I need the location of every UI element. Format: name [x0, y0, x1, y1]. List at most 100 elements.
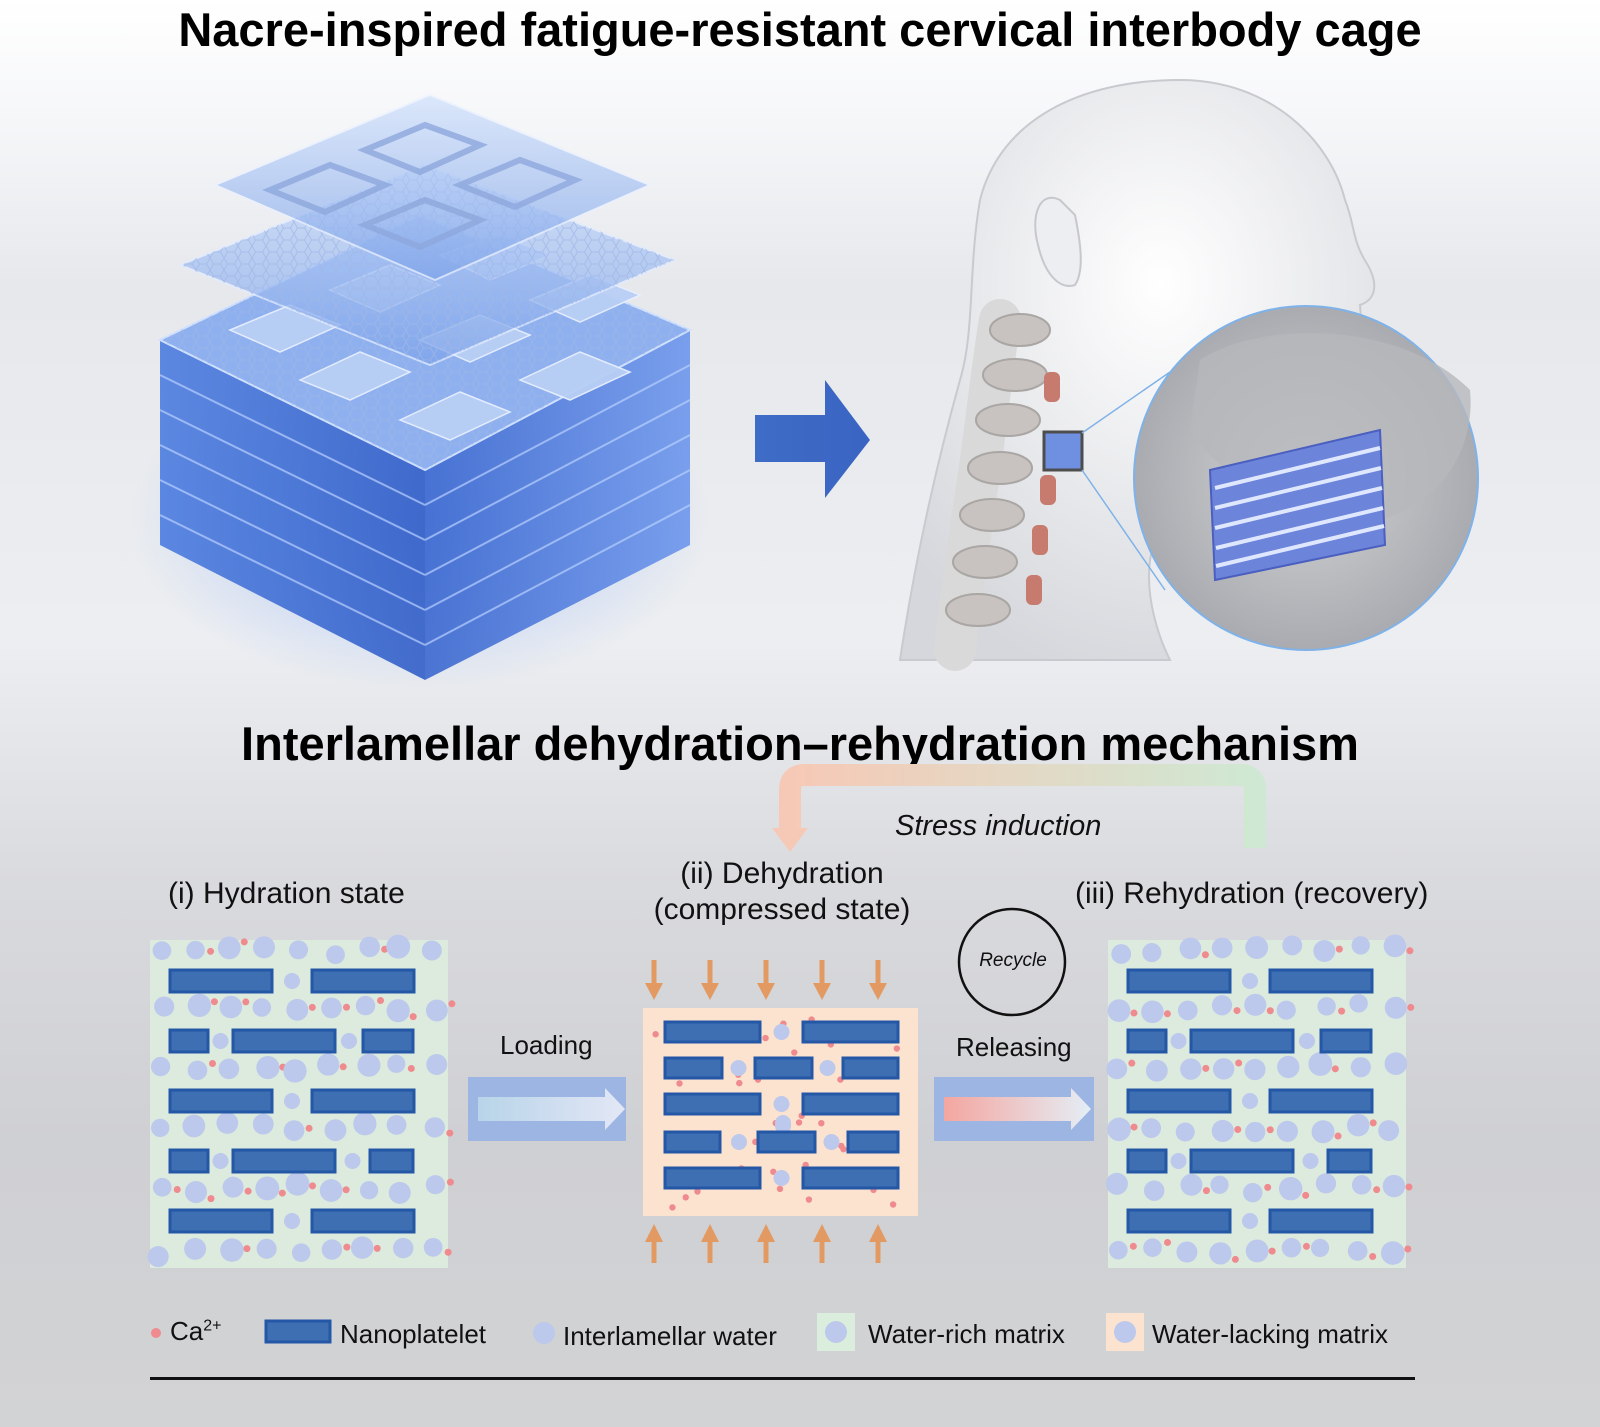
water-dot	[421, 940, 442, 961]
compression-arrowhead-up	[813, 1224, 831, 1242]
nanoplatelet	[1319, 1028, 1373, 1054]
water-dot	[1106, 1058, 1128, 1080]
cervical-spine-icon	[934, 299, 1084, 671]
ca-dot	[1231, 1255, 1239, 1263]
water-dot	[341, 1033, 357, 1049]
water-dot	[387, 1054, 406, 1073]
nanoplatelet	[663, 1020, 762, 1044]
nanoplatelet	[1189, 1148, 1295, 1174]
rehydration-state-label: (iii) Rehydration (recovery)	[1075, 877, 1429, 910]
water-dot	[218, 1058, 240, 1080]
ca-dot	[1163, 1010, 1171, 1018]
water-dot	[1351, 936, 1370, 955]
water-dot	[1244, 1058, 1266, 1081]
water-dot	[184, 1237, 207, 1260]
ca-dot	[343, 1003, 351, 1011]
ca-dot	[1129, 1242, 1137, 1250]
ca-dot	[208, 1059, 216, 1067]
ca-dot	[446, 1129, 454, 1137]
rehydration-water-dots	[1105, 934, 1415, 1265]
water-dot	[1245, 1239, 1269, 1263]
compression-arrowhead-up	[869, 1224, 887, 1242]
water-dot	[775, 1118, 791, 1134]
compression-arrowhead-up	[701, 1224, 719, 1242]
water-dot	[731, 1134, 747, 1150]
water-dot	[1170, 1153, 1187, 1169]
water-dot	[357, 1053, 381, 1077]
water-dot	[1109, 1240, 1128, 1260]
ca-dot	[736, 1079, 743, 1087]
water-dot	[324, 1119, 347, 1142]
nanoplatelet	[168, 1148, 210, 1174]
ca-dot	[448, 1000, 456, 1008]
water-dot	[187, 993, 212, 1018]
ca-dot	[446, 1178, 454, 1186]
ca-dot	[682, 1194, 689, 1201]
water-dot	[1177, 1000, 1198, 1021]
ca-dot	[676, 1080, 683, 1087]
nanoplatelet	[753, 1056, 814, 1080]
legend-ca-text: Ca	[170, 1316, 204, 1346]
water-dot	[1313, 939, 1336, 962]
nanoplatelet	[361, 1028, 415, 1054]
ca-dot	[1338, 1007, 1346, 1015]
water-dot	[222, 1176, 244, 1198]
water-dot	[1107, 999, 1131, 1023]
compression-arrowhead-down	[645, 983, 663, 1000]
water-dot	[1381, 1241, 1405, 1265]
ca-dot	[1407, 1003, 1415, 1011]
zoomed-cage-icon	[1208, 428, 1387, 582]
ca-dot	[791, 1049, 798, 1056]
water-dot	[819, 1060, 836, 1076]
water-dot	[1382, 1174, 1406, 1198]
ca-dot	[444, 1248, 452, 1256]
ca-dot	[305, 1124, 313, 1132]
water-dot	[386, 1114, 407, 1135]
water-dot	[426, 1053, 448, 1075]
water-dot	[1276, 1000, 1296, 1020]
water-dot	[423, 1237, 443, 1257]
nanoplatelet	[168, 1088, 274, 1114]
nanoplatelet	[1326, 1148, 1373, 1174]
nanoplatelet	[1268, 968, 1374, 994]
water-dot	[388, 1181, 411, 1204]
ca-dot	[762, 1034, 769, 1042]
dehydration-nanoplatelets	[663, 1020, 900, 1190]
nanoplatelet	[368, 1148, 415, 1174]
legend-ca-label: Ca2+	[170, 1316, 222, 1347]
hydration-state-label: (i) Hydration state	[168, 877, 405, 910]
water-dot	[1383, 934, 1407, 958]
ca-dot	[1235, 1059, 1243, 1067]
ca-dot	[339, 1063, 347, 1071]
stress-induction-arrowhead	[772, 828, 808, 852]
water-dot	[252, 998, 272, 1017]
water-dot	[773, 1170, 790, 1186]
water-dot	[344, 1153, 361, 1169]
compression-arrowhead-up	[757, 1224, 775, 1242]
ca-dot	[1266, 1007, 1274, 1015]
ca-dot	[1130, 1123, 1138, 1131]
water-dot	[1244, 993, 1267, 1016]
water-dot	[1276, 1120, 1298, 1142]
nanoplatelet	[310, 1088, 416, 1114]
ca-dot	[1130, 1009, 1138, 1017]
water-dot	[1211, 995, 1233, 1016]
water-dot	[392, 1237, 414, 1259]
water-dot	[1317, 997, 1336, 1016]
water-dot	[1179, 937, 1202, 960]
ca-dot	[1264, 1183, 1272, 1191]
recycle-label: Recycle	[979, 950, 1047, 971]
water-dot	[1107, 1117, 1131, 1142]
water-dot	[283, 1059, 307, 1083]
nanoplatelet	[168, 1208, 274, 1234]
ca-dot	[373, 1244, 381, 1252]
water-dot	[291, 1243, 311, 1262]
ca-dot	[818, 1119, 825, 1127]
water-dot	[1180, 1058, 1202, 1080]
legend-water-lacking-label: Water-lacking matrix	[1152, 1319, 1388, 1349]
ca-dot	[342, 1186, 350, 1194]
ca-dot	[1404, 1245, 1412, 1253]
water-dot	[151, 1118, 170, 1138]
water-dot	[187, 1060, 208, 1081]
water-dot	[1278, 1176, 1303, 1201]
